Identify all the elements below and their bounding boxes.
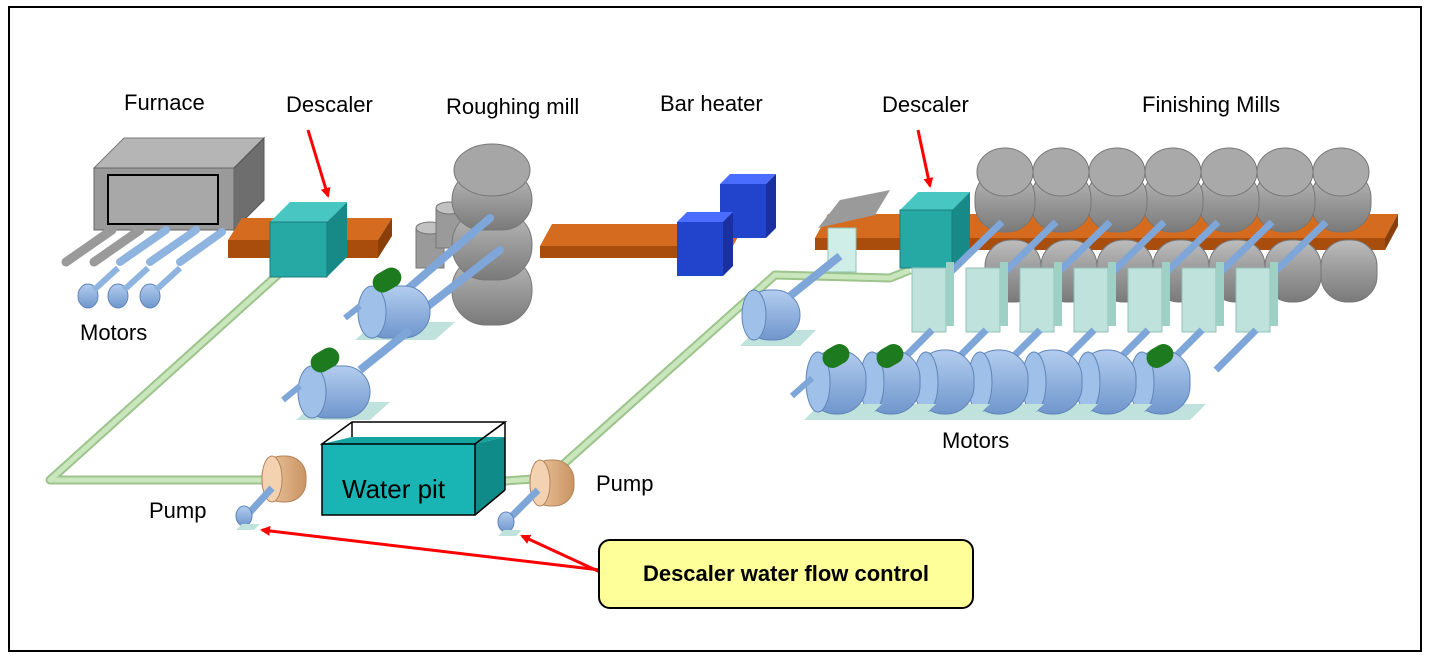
crop-shear [818, 190, 890, 273]
callout-arrow-left [260, 525, 601, 572]
descaler-2-label: Descaler [882, 92, 969, 117]
finishing-mill-motor [1074, 349, 1152, 420]
finishing-mill-stands [889, 219, 1329, 373]
furnace [61, 136, 266, 267]
pump-left [235, 455, 307, 530]
descaler-2-arrow [916, 129, 934, 188]
finishing-mill-motor [912, 349, 990, 420]
descaler-water-flow-control-callout: Descaler water flow control [598, 539, 974, 609]
finishing-mill-motors [789, 344, 1206, 420]
water-pipe-left [45, 258, 296, 485]
roughing-mill-motor-2 [281, 326, 413, 420]
finishing-mill-motor [1020, 349, 1098, 420]
finishing-mill-motor [804, 344, 882, 420]
finishing-gearbox [997, 219, 1113, 373]
finishing-small-motor [789, 375, 815, 399]
finishing-gearbox [1213, 219, 1329, 373]
finishing-mills-label: Finishing Mills [1142, 92, 1281, 117]
furnace-label: Furnace [124, 90, 205, 115]
bar-heater-label: Bar heater [660, 91, 763, 116]
water-pipe-right [489, 265, 912, 487]
diagram-frame [8, 6, 1422, 652]
descaler-2-motor [740, 252, 843, 346]
roughing-mill-label: Roughing mill [446, 94, 580, 119]
pump-right [497, 459, 575, 536]
finishing-gearbox [943, 219, 1059, 373]
bar-heater [677, 174, 776, 276]
roughing-mill [391, 143, 533, 326]
descaler-2 [899, 192, 970, 269]
descaler-1-label: Descaler [286, 92, 373, 117]
descaler-1 [269, 202, 347, 278]
finishing-gearbox [889, 219, 1005, 373]
pump-right-label: Pump [596, 471, 654, 496]
finishing-mill-motor [858, 344, 936, 420]
finishing-gearbox [1159, 219, 1275, 373]
callout-arrow-right [520, 534, 601, 574]
descaler-1-arrow [306, 129, 331, 198]
water-pit-label: Water pit [342, 474, 446, 504]
motors-right-label: Motors [942, 428, 1010, 453]
water-pit [319, 421, 508, 516]
pump-left-label: Pump [149, 498, 207, 523]
motors-left-label: Motors [80, 320, 148, 345]
furnace-motors [77, 265, 183, 309]
finishing-roll-pair [1254, 147, 1322, 303]
